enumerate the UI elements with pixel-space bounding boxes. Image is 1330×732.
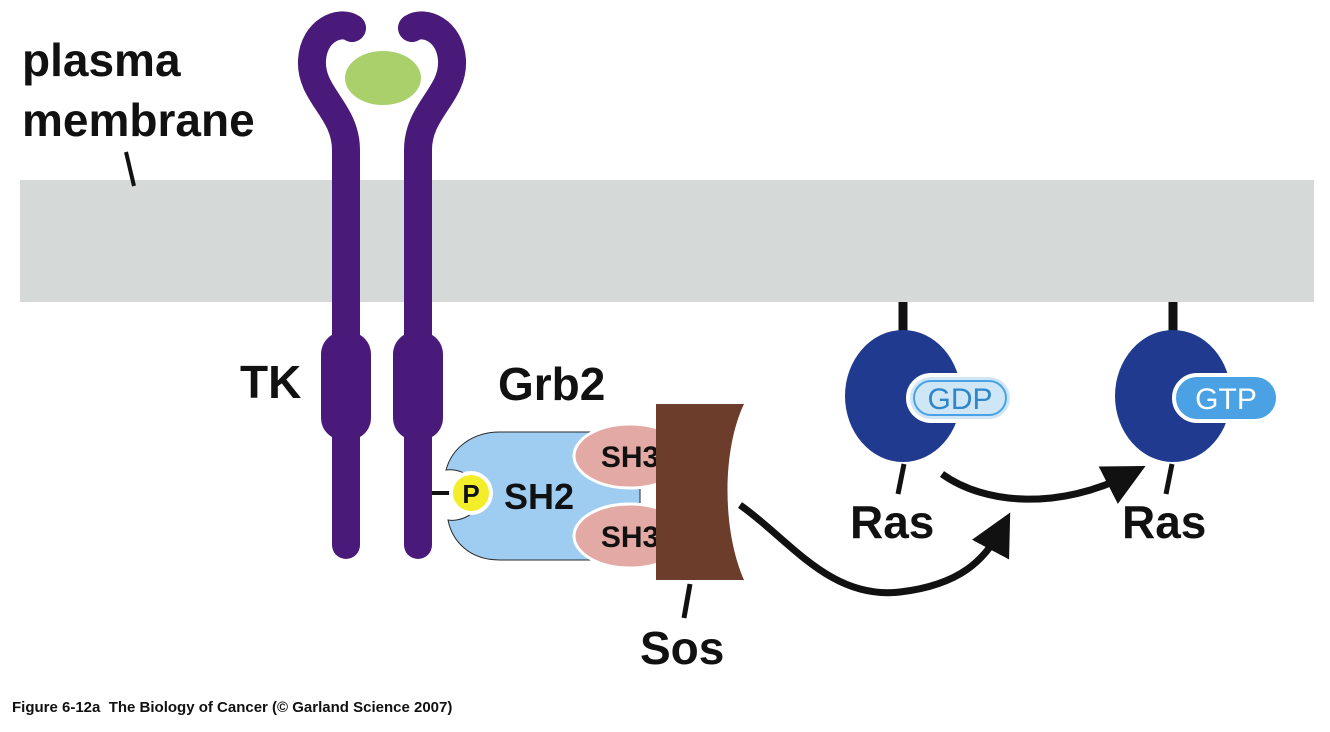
sh3-top-label: SH3 [601,441,659,474]
figure-caption: Figure 6-12a The Biology of Cancer (© Ga… [12,699,452,716]
gdp-label: GDP [927,383,992,416]
sh2-label: SH2 [504,476,574,517]
plasma-membrane [20,180,1314,302]
phosphotyrosine-label: P [462,479,479,509]
ras-left-body [845,330,961,462]
sh3-bottom-label: SH3 [601,521,659,554]
plasma-membrane-label-line1: plasma [22,34,181,86]
ras-left-label: Ras [850,496,934,548]
sos-label: Sos [640,622,724,674]
receptor-chain-left [298,11,366,559]
phosphotyrosine [449,471,493,515]
plasma-membrane-pointer [124,151,136,187]
sos-protein [656,404,744,580]
gtp-badge [1172,373,1280,423]
receptor-chain-right [398,11,466,559]
grb2-label: Grb2 [498,358,605,410]
activation-arrow-sos-to-ras [737,502,1011,597]
plasma-membrane-label-line2: membrane [22,94,255,146]
ras-right-label: Ras [1122,496,1206,548]
gdp-badge [906,373,1014,423]
ras-left-pointer [895,463,907,495]
exchange-arrow-gdp-to-gtp [939,466,1146,504]
receptor-kinase-domain-right [393,332,443,440]
ras-right-pointer [1163,463,1175,495]
tk-label: TK [240,356,301,408]
ligand [345,51,421,105]
receptor-kinase-domain-left [321,332,371,440]
sos-pointer [681,583,693,619]
gtp-label: GTP [1195,383,1257,416]
gdp-badge-inner [913,380,1007,416]
receptor-tyrosine-kinase [298,11,466,559]
